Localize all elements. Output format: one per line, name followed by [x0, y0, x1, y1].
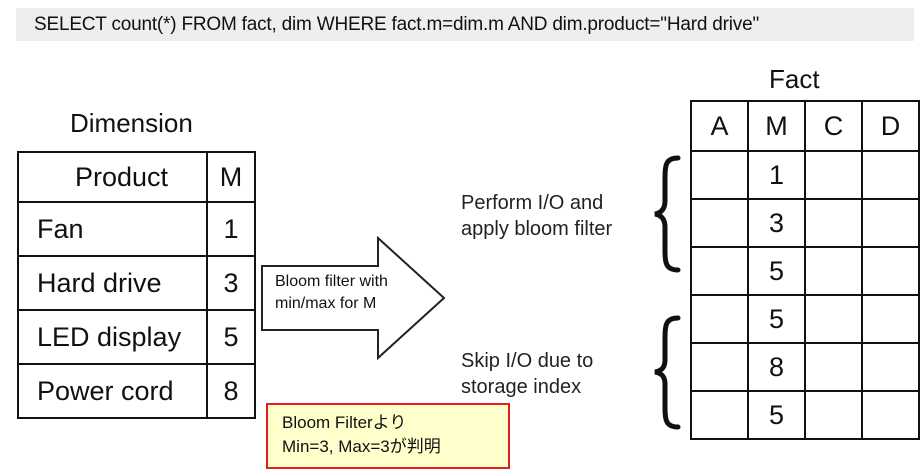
fact-m-cell: 3 — [747, 198, 806, 248]
note-line: Perform I/O and — [461, 192, 604, 214]
fact-table: A M C D 1 3 5 5 8 5 — [690, 100, 920, 440]
sql-query-bar: SELECT count(*) FROM fact, dim WHERE fac… — [16, 8, 914, 41]
fact-row: 3 — [690, 198, 920, 248]
fact-cell — [690, 246, 749, 296]
fact-row: 8 — [690, 342, 920, 392]
fact-header-c: C — [804, 100, 863, 152]
fact-row: 5 — [690, 246, 920, 296]
fact-m-cell: 5 — [747, 294, 806, 344]
callout-line: Min=3, Max=3が判明 — [282, 437, 441, 456]
fact-row: 5 — [690, 294, 920, 344]
dimension-row: Fan 1 — [17, 201, 256, 257]
fact-cell — [690, 294, 749, 344]
fact-cell — [804, 294, 863, 344]
dimension-header-m: M — [206, 151, 256, 203]
fact-cell — [861, 294, 920, 344]
dimension-row: Hard drive 3 — [17, 255, 256, 311]
left-brace-icon — [654, 315, 681, 430]
note-line: storage index — [461, 376, 582, 398]
callout-line: Bloom Filterより — [282, 413, 407, 432]
dimension-product-cell: Fan — [17, 201, 208, 257]
dimension-product-cell: LED display — [17, 309, 208, 365]
arrow-label-line: min/max for M — [275, 295, 377, 312]
fact-header-row: A M C D — [690, 100, 920, 152]
fact-m-cell: 5 — [747, 390, 806, 440]
arrow-label-line: Bloom filter with — [275, 273, 388, 290]
fact-row: 5 — [690, 390, 920, 440]
fact-m-cell: 8 — [747, 342, 806, 392]
fact-cell — [804, 198, 863, 248]
fact-cell — [861, 246, 920, 296]
fact-cell — [804, 246, 863, 296]
fact-row: 1 — [690, 150, 920, 200]
fact-cell — [690, 342, 749, 392]
arrow-right-icon — [261, 236, 446, 360]
dimension-m-cell: 3 — [206, 255, 256, 311]
note-line: Skip I/O due to — [461, 350, 594, 372]
fact-cell — [861, 150, 920, 200]
bloom-filter-callout: Bloom Filterより Min=3, Max=3が判明 — [266, 403, 510, 469]
dimension-row: LED display 5 — [17, 309, 256, 365]
dimension-header-row: Product M — [17, 151, 256, 203]
dimension-table: Product M Fan 1 Hard drive 3 LED display… — [17, 151, 256, 419]
skip-io-note: Skip I/O due to storage index — [461, 348, 593, 400]
note-line: apply bloom filter — [461, 218, 613, 240]
arrow-label: Bloom filter with min/max for M — [275, 271, 388, 315]
fact-cell — [804, 390, 863, 440]
dimension-m-cell: 8 — [206, 363, 256, 419]
fact-cell — [804, 342, 863, 392]
fact-cell — [861, 342, 920, 392]
dimension-header-product: Product — [17, 151, 208, 203]
fact-cell — [861, 198, 920, 248]
fact-header-a: A — [690, 100, 749, 152]
dimension-row: Power cord 8 — [17, 363, 256, 419]
dimension-product-cell: Hard drive — [17, 255, 208, 311]
fact-m-cell: 1 — [747, 150, 806, 200]
fact-m-cell: 5 — [747, 246, 806, 296]
fact-cell — [690, 150, 749, 200]
dimension-product-cell: Power cord — [17, 363, 208, 419]
dimension-m-cell: 1 — [206, 201, 256, 257]
fact-header-m: M — [747, 100, 806, 152]
dimension-m-cell: 5 — [206, 309, 256, 365]
fact-cell — [861, 390, 920, 440]
fact-header-d: D — [861, 100, 920, 152]
fact-title: Fact — [769, 64, 820, 94]
left-brace-icon — [654, 155, 681, 273]
fact-cell — [690, 198, 749, 248]
fact-cell — [690, 390, 749, 440]
perform-io-note: Perform I/O and apply bloom filter — [461, 190, 612, 242]
dimension-title: Dimension — [70, 108, 193, 138]
fact-cell — [804, 150, 863, 200]
